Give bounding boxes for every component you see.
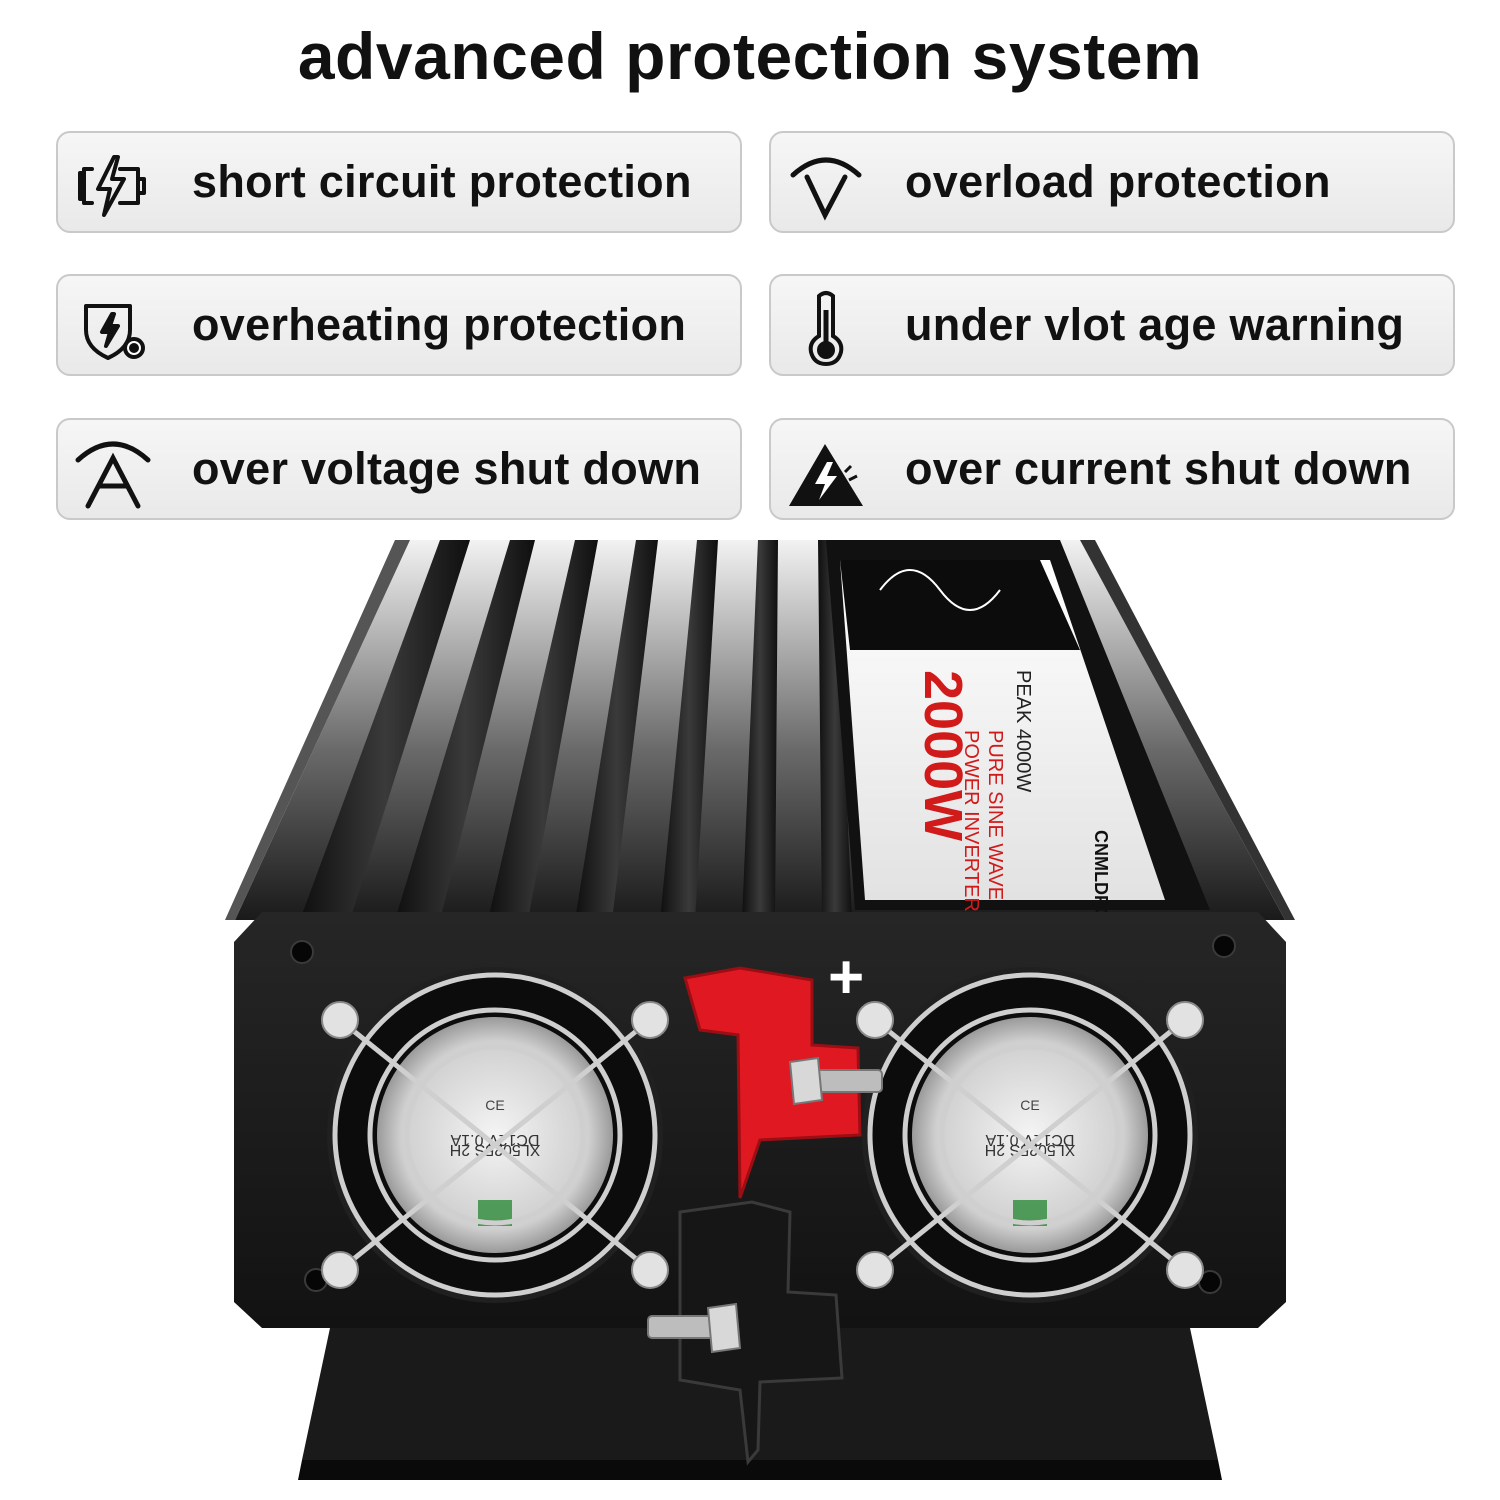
page-title: advanced protection system (297, 19, 1203, 93)
left-cooling-fan: DC12V 0.1A XL5025S 2H CE (321, 967, 669, 1303)
label-line1: POWER INVERTER (960, 730, 982, 912)
power-rating: 2000W (913, 670, 973, 841)
fan-ce: CE (485, 1097, 504, 1113)
feature-label: overheating protection (192, 299, 687, 350)
fan-rating: DC12V 0.1A (450, 1131, 539, 1148)
high-voltage-warning-icon (785, 430, 867, 512)
feature-overheating: overheating protection (56, 274, 742, 376)
feature-overload: overload protection (769, 131, 1455, 233)
feature-over-voltage: over voltage shut down (56, 418, 742, 520)
feature-label: short circuit protection (192, 156, 692, 207)
heatsink-fins (300, 540, 852, 920)
feature-label: under vlot age warning (905, 299, 1405, 350)
voltage-arc-icon (72, 430, 154, 512)
right-cooling-fan: DC12V 0.1A XL5025S 2H CE (856, 967, 1204, 1303)
feature-over-current: over current shut down (769, 418, 1455, 520)
shield-bolt-icon (72, 286, 154, 368)
positive-terminal (683, 966, 883, 1199)
fan-label: XL5025S 2H (985, 1141, 1076, 1158)
label-peak: PEAK 4000W (1012, 670, 1034, 792)
positive-symbol: + (828, 943, 864, 1012)
feature-label: overload protection (905, 156, 1331, 207)
feature-short-circuit: short circuit protection (56, 131, 742, 233)
fan-rating: DC12V 0.1A (985, 1131, 1074, 1148)
feature-label: over current shut down (905, 443, 1412, 494)
feature-under-voltage: under vlot age warning (769, 274, 1455, 376)
battery-bolt-icon (72, 143, 154, 225)
panel-screws (290, 934, 1236, 1294)
thermometer-icon (785, 286, 867, 368)
inverter-product-image: 2000W POWER INVERTER PURE SINE WAVE PEAK… (0, 530, 1500, 1500)
label-line2: PURE SINE WAVE (984, 730, 1006, 900)
negative-terminal (647, 1200, 844, 1466)
fan-ce: CE (1020, 1097, 1039, 1113)
fan-label: XL5025S 2H (450, 1141, 541, 1158)
overload-gauge-icon (785, 143, 867, 225)
feature-label: over voltage shut down (192, 443, 702, 494)
label-text: 2000W POWER INVERTER PURE SINE WAVE PEAK… (913, 670, 1111, 963)
